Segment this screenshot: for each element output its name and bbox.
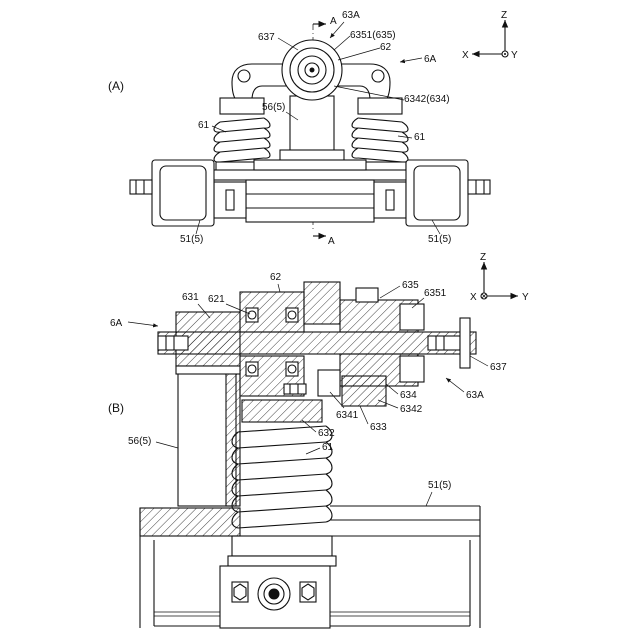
axis-z-label-b: Z <box>480 252 486 263</box>
axis-indicator-b: Z X Y <box>470 252 529 303</box>
figure-b: Z X Y (B) <box>108 252 529 628</box>
label-6a-b: 6A <box>110 318 123 329</box>
wheel-right-a <box>406 160 490 226</box>
label-6351-a: 6351(635) <box>350 30 396 41</box>
label-61-right-a: 61 <box>414 132 426 143</box>
label-637-a: 637 <box>258 32 275 43</box>
label-6a-a: 6A <box>424 54 437 65</box>
label-51-right-a: 51(5) <box>428 234 451 245</box>
label-61-b: 61 <box>322 442 334 453</box>
axis-y-label-b: Y <box>522 292 529 303</box>
label-632-b: 632 <box>318 428 335 439</box>
wheel-left-a <box>130 160 214 226</box>
axis-x-label-b: X <box>470 292 477 303</box>
label-62-b: 62 <box>270 272 282 283</box>
label-634-b: 634 <box>400 390 417 401</box>
section-label-top: A <box>330 16 337 27</box>
spring-b <box>228 400 336 566</box>
label-631-b: 631 <box>182 292 199 303</box>
label-51-b: 51(5) <box>428 480 451 491</box>
panel-label-b: (B) <box>108 401 124 415</box>
label-51-left-a: 51(5) <box>180 234 203 245</box>
label-56-a: 56(5) <box>262 102 285 113</box>
label-62-a: 62 <box>380 42 392 53</box>
panel-label-a: (A) <box>108 79 124 93</box>
figure-a: Z X Y (A) A A <box>108 10 518 247</box>
label-6351-b: 6351 <box>424 288 447 299</box>
axis-indicator-a: Z X Y <box>462 10 518 61</box>
label-6341-b: 6341 <box>336 410 359 421</box>
label-637-b: 637 <box>490 362 507 373</box>
label-6342-a: 6342(634) <box>404 94 450 105</box>
axis-z-label: Z <box>501 10 507 21</box>
section-label-bottom: A <box>328 236 335 247</box>
label-635-b: 635 <box>402 280 419 291</box>
bottom-bracket-b <box>220 566 330 628</box>
label-6342-b: 6342 <box>400 404 423 415</box>
label-63a-a: 63A <box>342 10 360 21</box>
axis-x-label: X <box>462 50 469 61</box>
label-63a-b: 63A <box>466 390 484 401</box>
roller-63a <box>282 40 342 100</box>
label-61-left-a: 61 <box>198 120 210 131</box>
label-56-b: 56(5) <box>128 436 151 447</box>
axis-y-label: Y <box>511 50 518 61</box>
label-621-b: 621 <box>208 294 225 305</box>
label-633-b: 633 <box>370 422 387 433</box>
post-56-b <box>176 366 240 506</box>
